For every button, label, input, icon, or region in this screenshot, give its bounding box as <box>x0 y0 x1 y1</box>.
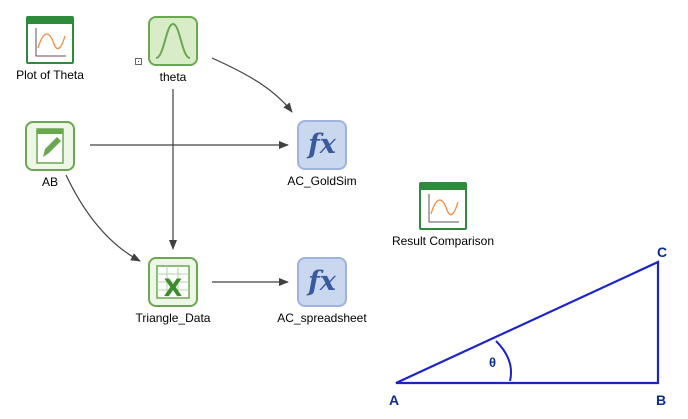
vertex-label-b: B <box>656 392 667 408</box>
node-ab[interactable]: AB <box>0 121 105 189</box>
node-label: Result Comparison <box>391 234 495 248</box>
node-label: theta <box>159 70 187 84</box>
node-triangle-data[interactable]: X Triangle_Data <box>118 257 228 325</box>
wire-ab-to-triangle-data <box>65 174 141 262</box>
triangle-shape <box>395 260 660 385</box>
node-label: Plot of Theta <box>16 68 84 82</box>
node-label: AC_spreadsheet <box>277 311 367 325</box>
node-result-comparison[interactable]: Result Comparison <box>388 182 498 248</box>
node-theta[interactable]: theta <box>118 16 228 84</box>
expand-toggle-icon[interactable] <box>135 58 142 65</box>
node-ac-spreadsheet[interactable]: fx AC_spreadsheet <box>267 257 377 325</box>
pencil-data-icon <box>25 121 75 171</box>
node-label: AB <box>41 175 58 189</box>
node-label: AC_GoldSim <box>287 174 357 188</box>
fx-function-icon: fx <box>297 257 347 307</box>
line-plot-icon <box>419 182 467 230</box>
line-plot-icon <box>26 16 74 64</box>
wire-theta-to-ac-goldsim <box>211 57 293 113</box>
node-ac-goldsim[interactable]: fx AC_GoldSim <box>267 120 377 188</box>
vertex-label-c: C <box>657 244 668 260</box>
angle-label-theta: θ <box>489 355 497 370</box>
node-label: Triangle_Data <box>135 311 211 325</box>
angle-arc <box>495 340 512 382</box>
node-plot-of-theta[interactable]: Plot of Theta <box>0 16 105 82</box>
fx-function-icon: fx <box>297 120 347 170</box>
bell-curve-icon <box>148 16 198 66</box>
vertex-label-a: A <box>389 392 400 408</box>
svg-text:X: X <box>164 274 183 302</box>
excel-spreadsheet-icon: X <box>148 257 198 307</box>
